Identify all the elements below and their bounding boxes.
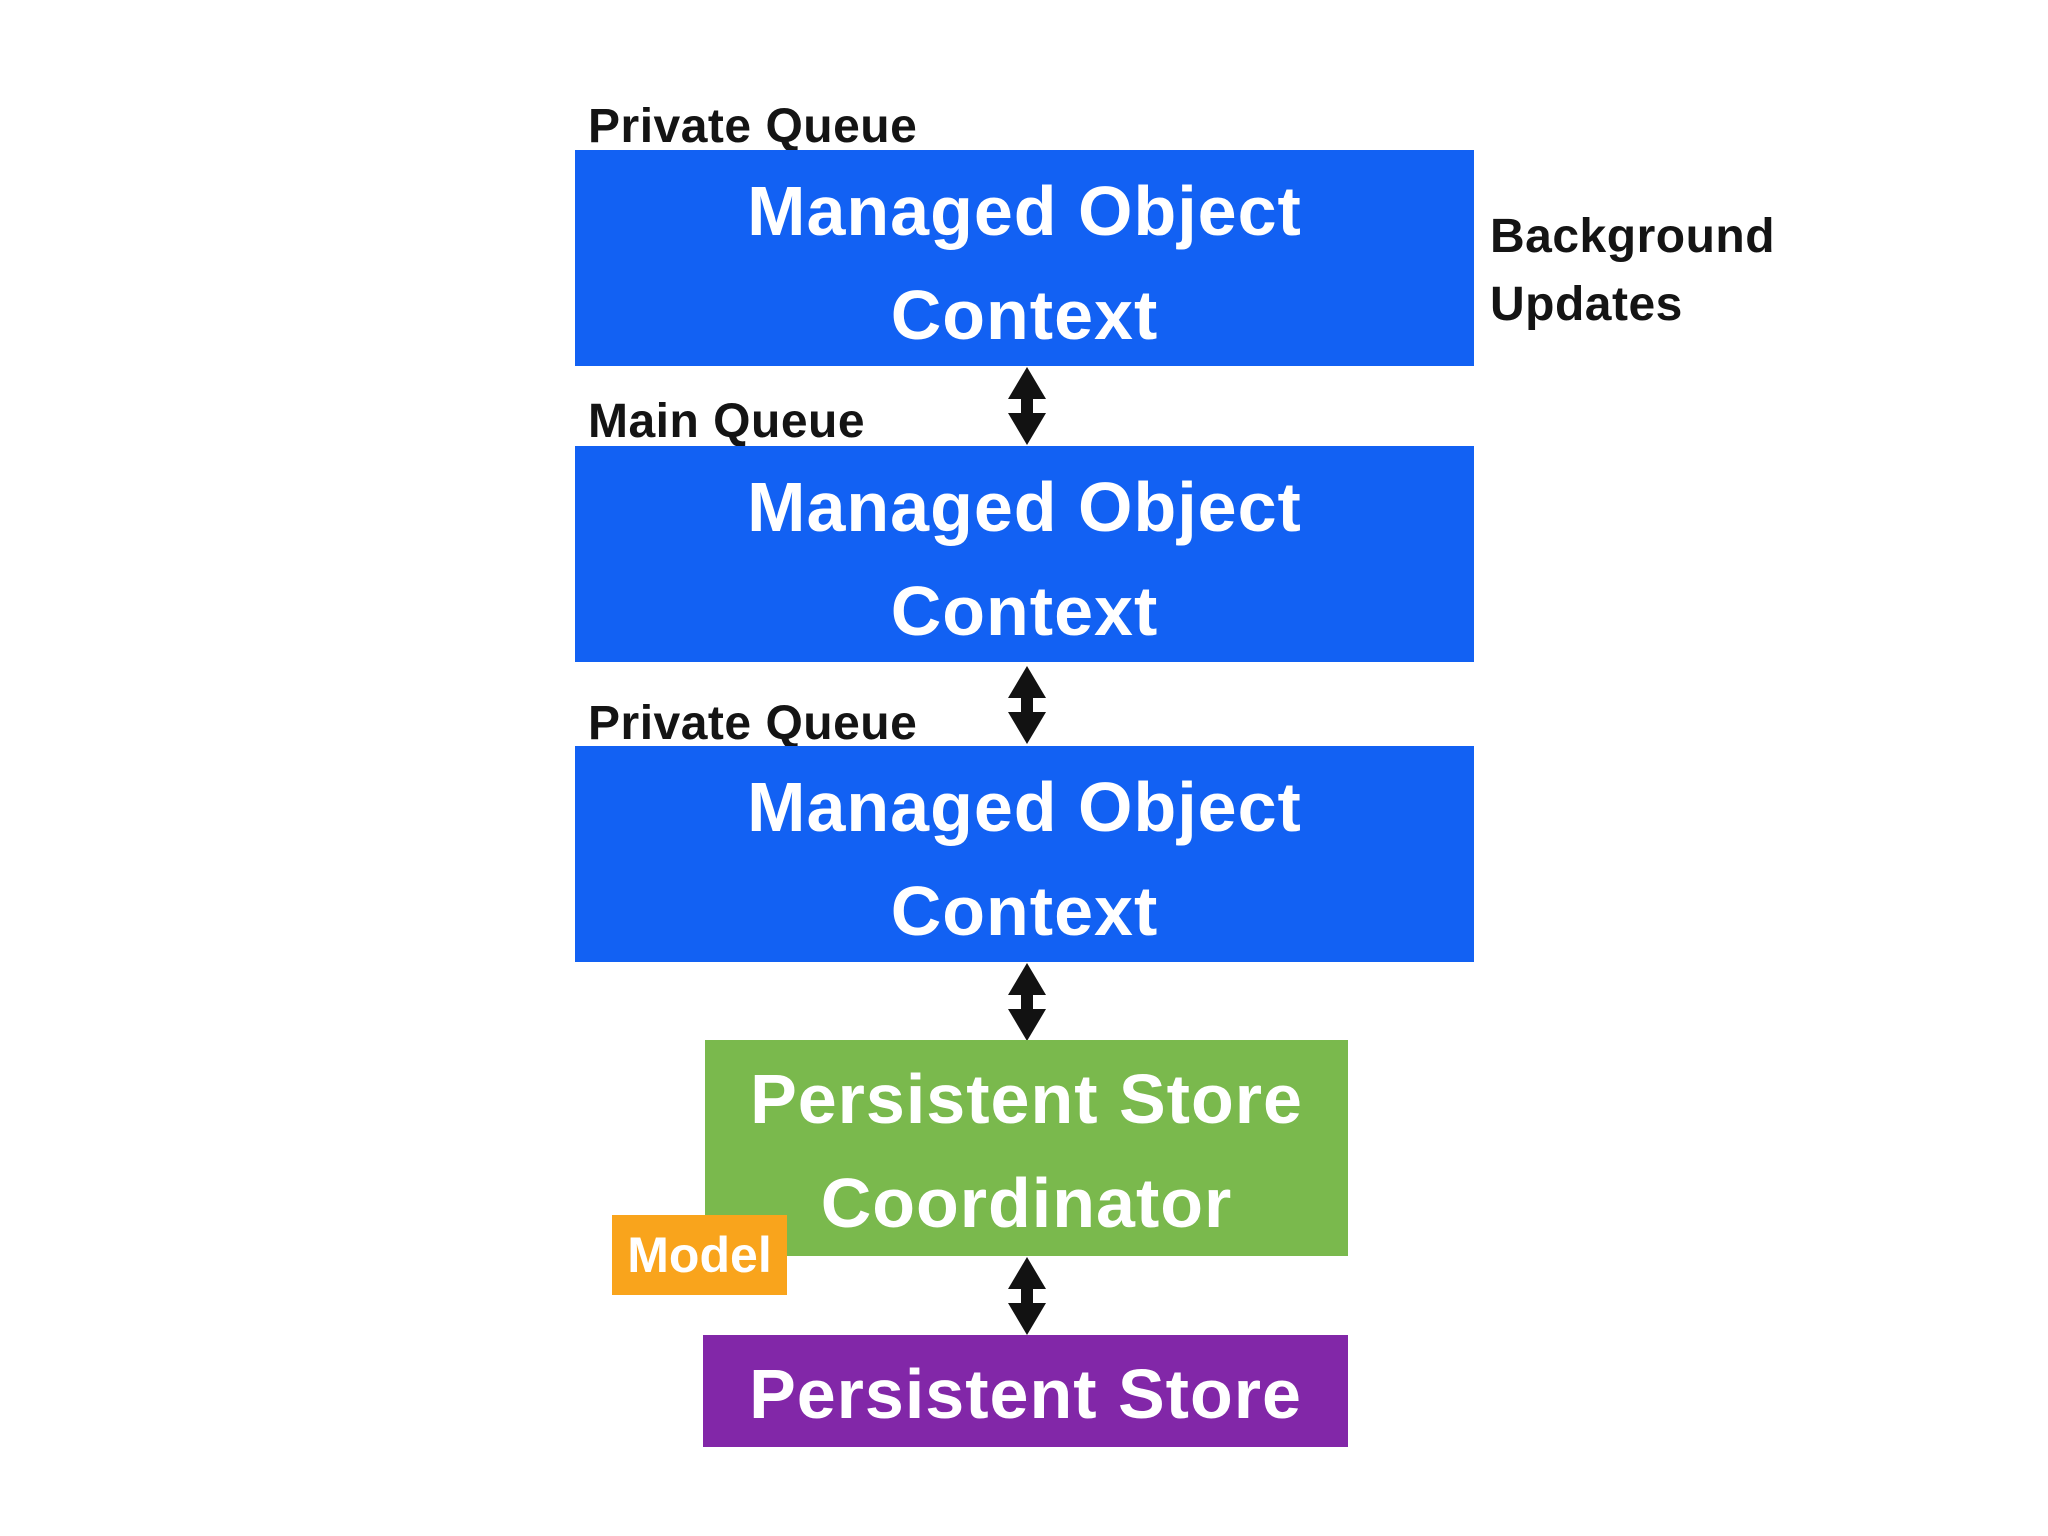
box-text-line1: Managed Object	[747, 468, 1302, 546]
double-arrow-icon	[1008, 963, 1046, 1041]
managed-object-context-box-private-bottom: Managed Object Context	[575, 746, 1474, 962]
box-text-line1: Managed Object	[747, 172, 1302, 250]
box-text-line1: Managed Object	[747, 768, 1302, 846]
label-main-queue: Main Queue	[588, 395, 866, 448]
double-arrow-icon	[1008, 1257, 1046, 1335]
managed-object-context-box-private-top: Managed Object Context	[575, 150, 1474, 366]
background-updates-line2: Updates	[1490, 278, 1683, 331]
box-text-line1: Persistent Store	[750, 1060, 1303, 1138]
double-arrow-icon	[1008, 666, 1046, 744]
managed-object-context-box-main: Managed Object Context	[575, 446, 1474, 662]
box-text-line2: Coordinator	[820, 1164, 1233, 1242]
label-private-queue-top: Private Queue	[588, 100, 918, 153]
model-box: Model	[612, 1215, 787, 1295]
box-text-line2: Context	[890, 276, 1159, 354]
box-text-line1: Persistent Store	[749, 1355, 1302, 1433]
box-text-line2: Context	[890, 572, 1159, 650]
background-updates-line1: Background	[1490, 210, 1776, 263]
label-private-queue-bottom: Private Queue	[588, 697, 918, 750]
label-background-updates: Background Updates	[1490, 203, 1775, 339]
box-text-line2: Context	[890, 872, 1159, 950]
persistent-store-coordinator-box: Persistent Store Coordinator	[705, 1040, 1348, 1256]
persistent-store-box: Persistent Store	[703, 1335, 1348, 1447]
model-label: Model	[627, 1227, 772, 1283]
double-arrow-icon	[1008, 367, 1046, 445]
